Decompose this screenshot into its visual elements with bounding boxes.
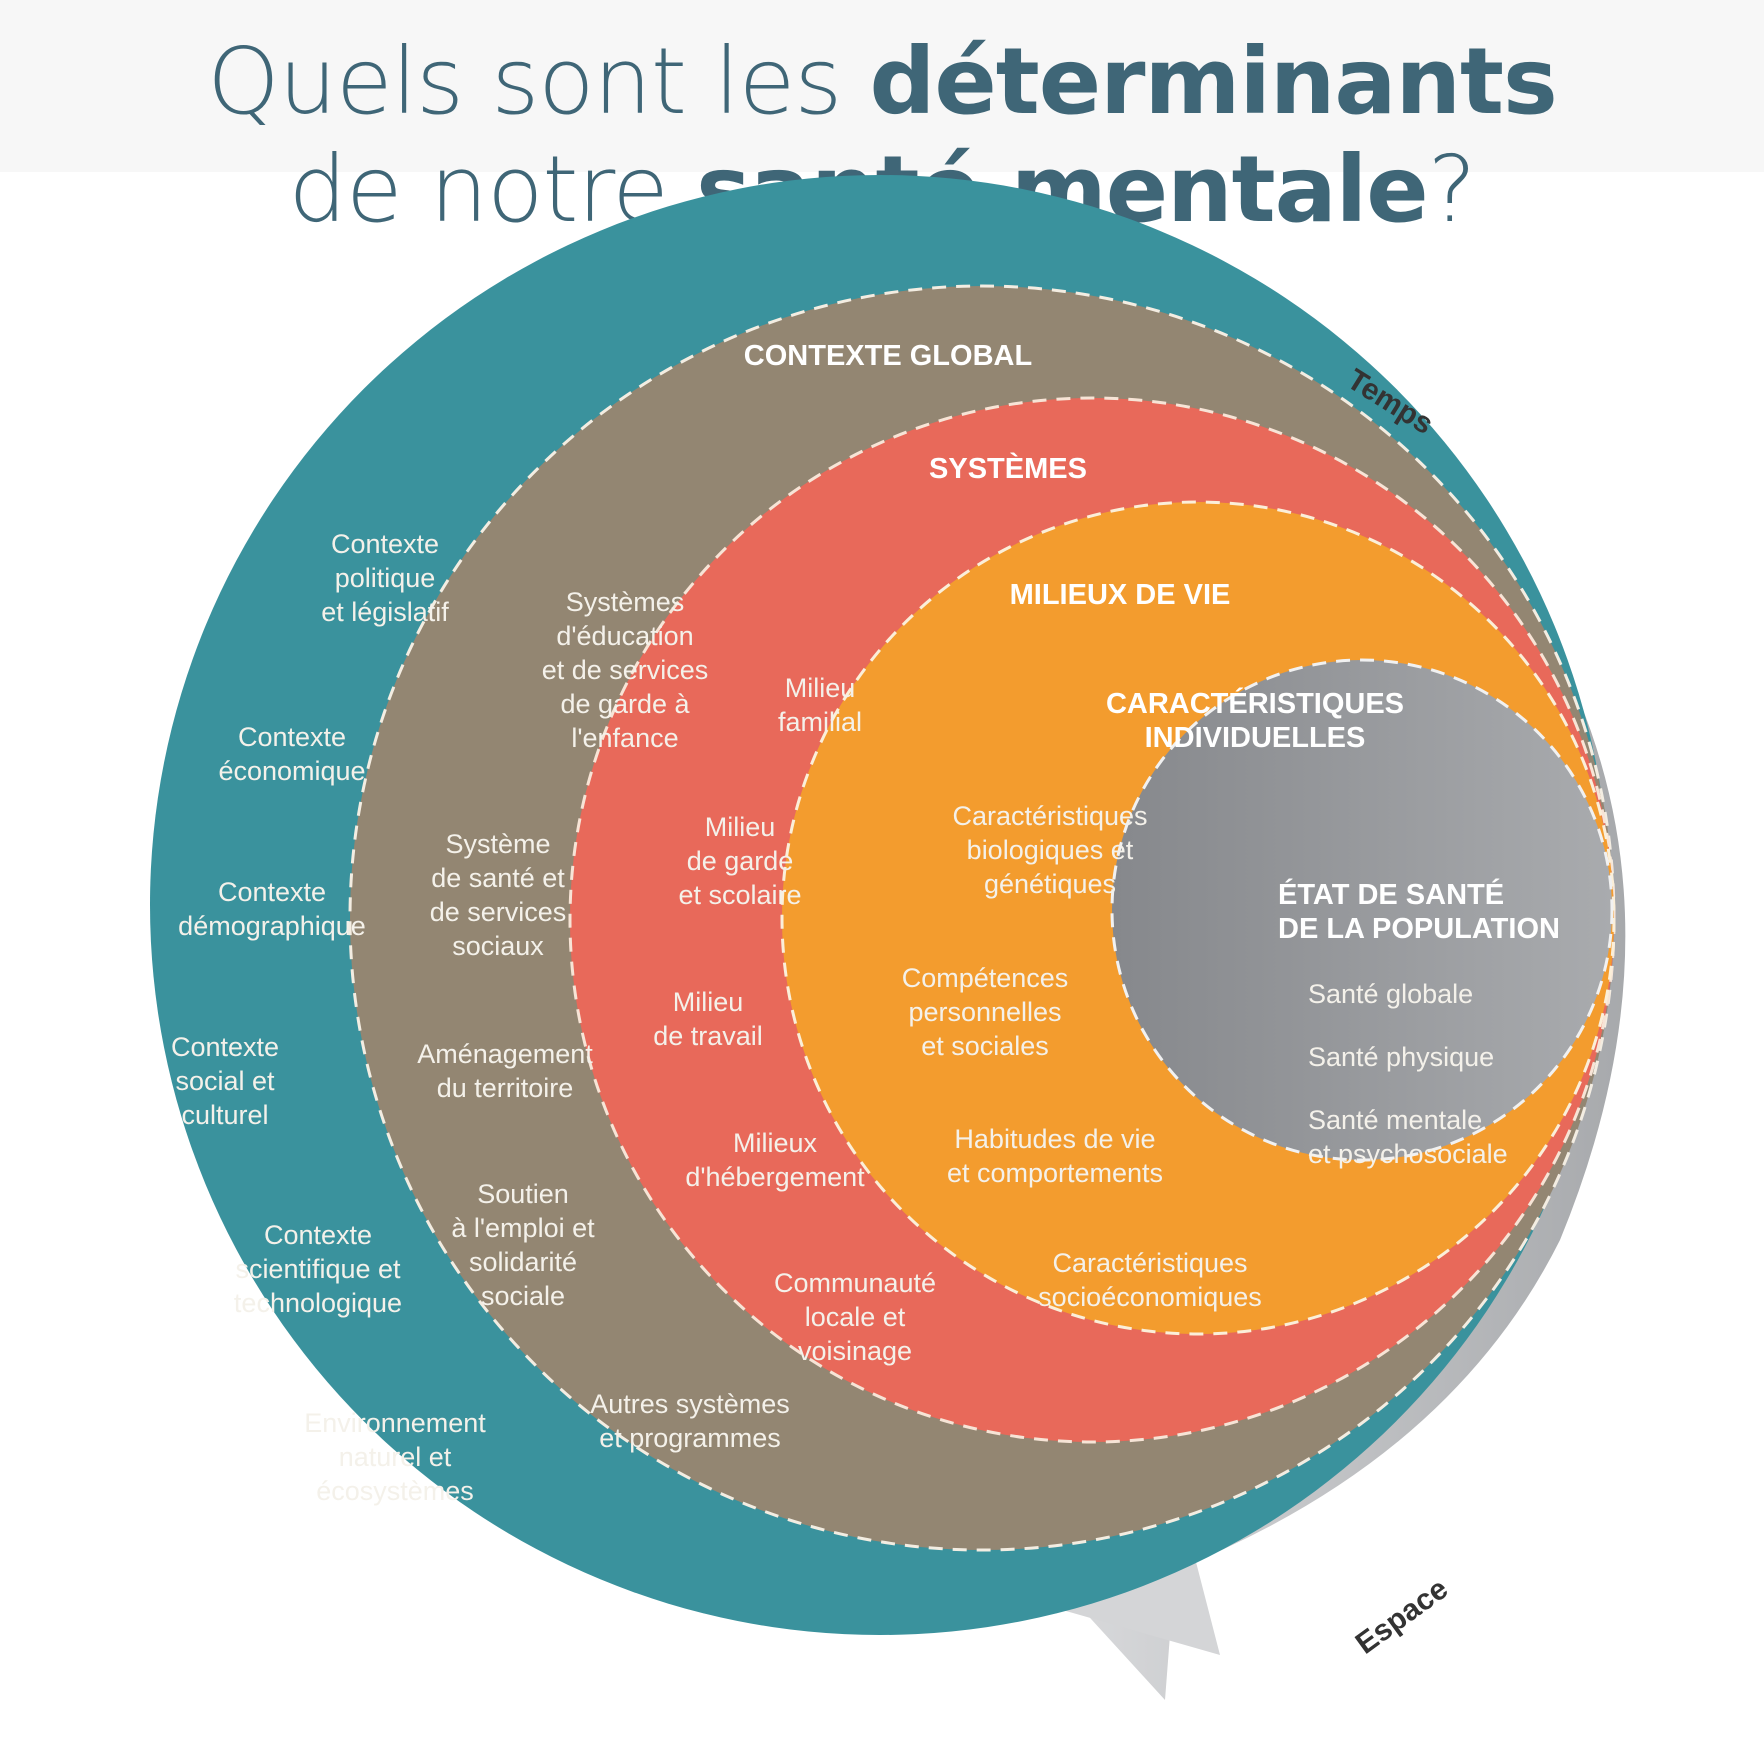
label-line: et législatif xyxy=(321,597,449,627)
label-line: de travail xyxy=(653,1021,763,1051)
label-line: et de services xyxy=(542,655,709,685)
label-line: et sociales xyxy=(921,1031,1049,1061)
label-line: de services xyxy=(430,897,567,927)
label-contexte-global-5: Contexte scientifique et technologique xyxy=(234,1220,402,1318)
label-line: politique xyxy=(335,563,436,593)
label-line: et scolaire xyxy=(678,880,801,910)
label-line: génétiques xyxy=(984,869,1116,899)
label-line: Contexte xyxy=(264,1220,372,1250)
label-line: Caractéristiques xyxy=(1052,1248,1247,1278)
label-systemes-4: Soutien à l'emploi et solidarité sociale xyxy=(451,1179,595,1311)
label-line: Systèmes xyxy=(566,587,685,617)
label-contexte-global-2: Contexte économique xyxy=(218,722,365,786)
label-etat-de-sante-1: Santé globale xyxy=(1308,979,1473,1009)
label-milieux-de-vie-2: Milieu de garde et scolaire xyxy=(678,812,801,910)
label-line: Santé physique xyxy=(1308,1042,1494,1072)
label-line: Soutien xyxy=(477,1179,569,1209)
label-line: Contexte xyxy=(218,877,326,907)
label-line: personnelles xyxy=(908,997,1061,1027)
label-systemes-3: Aménagement du territoire xyxy=(417,1039,593,1103)
label-line: Milieu xyxy=(673,987,744,1017)
heading-caracteristiques-2: INDIVIDUELLES xyxy=(1145,722,1366,754)
label-line: Communauté xyxy=(774,1268,936,1298)
label-milieux-de-vie-1: Milieu familial xyxy=(778,673,862,737)
label-line: scientifique et xyxy=(235,1254,401,1284)
label-line: Contexte xyxy=(238,722,346,752)
label-line: Santé globale xyxy=(1308,979,1473,1009)
label-caracteristiques-individuelles-2: Compétences personnelles et sociales xyxy=(902,963,1069,1061)
label-systemes-5: Autres systèmes et programmes xyxy=(590,1389,790,1453)
heading-etat-de-sante-1: ÉTAT DE SANTÉ xyxy=(1278,877,1504,911)
label-line: social et xyxy=(175,1066,275,1096)
label-line: Environnement xyxy=(304,1408,486,1438)
label-line: de garde à xyxy=(560,689,690,719)
label-milieux-de-vie-5: Communauté locale et voisinage xyxy=(774,1268,936,1366)
label-line: Milieu xyxy=(785,673,856,703)
label-caracteristiques-individuelles-3: Habitudes de vie et comportements xyxy=(947,1124,1163,1188)
label-line: familial xyxy=(778,707,862,737)
label-line: et comportements xyxy=(947,1158,1163,1188)
label-line: démographique xyxy=(178,911,366,941)
label-etat-de-sante-3: Santé mentale et psychosociale xyxy=(1308,1105,1508,1169)
label-contexte-global-3: Contexte démographique xyxy=(178,877,366,941)
heading-etat-de-sante-2: DE LA POPULATION xyxy=(1278,913,1560,945)
label-contexte-global-4: Contexte social et culturel xyxy=(171,1032,279,1130)
heading-milieux-de-vie: MILIEUX DE VIE xyxy=(1010,579,1231,611)
title-suffix-2: ? xyxy=(1427,136,1477,243)
title-bold-1: déterminants xyxy=(869,28,1558,135)
label-line: économique xyxy=(218,756,365,786)
label-line: Aménagement xyxy=(417,1039,593,1069)
label-systemes-2: Système de santé et de services sociaux xyxy=(430,829,567,961)
title-band xyxy=(0,0,1764,172)
label-line: sociaux xyxy=(452,931,544,961)
label-contexte-global-6: Environnement naturel et écosystèmes xyxy=(304,1408,486,1506)
heading-caracteristiques-1: CARACTÉRISTIQUES xyxy=(1106,686,1404,720)
label-caracteristiques-individuelles-4: Caractéristiques socioéconomiques xyxy=(1038,1248,1262,1312)
label-line: Caractéristiques xyxy=(952,801,1147,831)
label-line: et psychosociale xyxy=(1308,1139,1508,1169)
label-line: Contexte xyxy=(171,1032,279,1062)
label-milieux-de-vie-4: Milieux d'hébergement xyxy=(685,1128,865,1192)
label-line: solidarité xyxy=(469,1247,577,1277)
label-line: Milieu xyxy=(705,812,776,842)
espace-label: Espace xyxy=(1350,1572,1454,1660)
label-line: Compétences xyxy=(902,963,1069,993)
label-line: l'enfance xyxy=(571,723,678,753)
label-caracteristiques-individuelles-1: Caractéristiques biologiques et génétiques xyxy=(952,801,1147,899)
label-line: Système xyxy=(445,829,550,859)
label-line: à l'emploi et xyxy=(451,1213,595,1243)
ring-etat-de-sante xyxy=(1110,658,1614,1162)
label-line: et programmes xyxy=(599,1423,781,1453)
label-systemes-1: Systèmes d'éducation et de services de gard… xyxy=(542,587,709,753)
title-prefix-2: de notre xyxy=(288,136,697,243)
label-contexte-global-1: Contexte politique et législatif xyxy=(321,529,449,627)
label-line: Contexte xyxy=(331,529,439,559)
label-line: écosystèmes xyxy=(316,1476,474,1506)
label-line: naturel et xyxy=(339,1442,452,1472)
label-line: du territoire xyxy=(437,1073,574,1103)
title-prefix-1: Quels sont les xyxy=(207,28,870,135)
heading-systemes: SYSTÈMES xyxy=(929,451,1087,485)
label-line: de garde xyxy=(687,846,794,876)
label-line: voisinage xyxy=(798,1336,912,1366)
label-line: socioéconomiques xyxy=(1038,1282,1262,1312)
page-title-line-1: Quels sont les déterminants xyxy=(0,36,1764,128)
label-etat-de-sante-2: Santé physique xyxy=(1308,1042,1494,1072)
label-line: culturel xyxy=(181,1100,268,1130)
label-line: Santé mentale xyxy=(1308,1105,1482,1135)
label-line: d'hébergement xyxy=(685,1162,865,1192)
label-line: technologique xyxy=(234,1288,402,1318)
label-line: de santé et xyxy=(431,863,565,893)
label-line: locale et xyxy=(805,1302,906,1332)
label-line: Milieux xyxy=(733,1128,818,1158)
label-line: Habitudes de vie xyxy=(954,1124,1155,1154)
label-line: biologiques et xyxy=(967,835,1134,865)
heading-contexte-global: CONTEXTE GLOBAL xyxy=(744,340,1032,372)
label-line: Autres systèmes xyxy=(590,1389,790,1419)
label-line: d'éducation xyxy=(556,621,693,651)
label-line: sociale xyxy=(481,1281,565,1311)
label-milieux-de-vie-3: Milieu de travail xyxy=(653,987,763,1051)
